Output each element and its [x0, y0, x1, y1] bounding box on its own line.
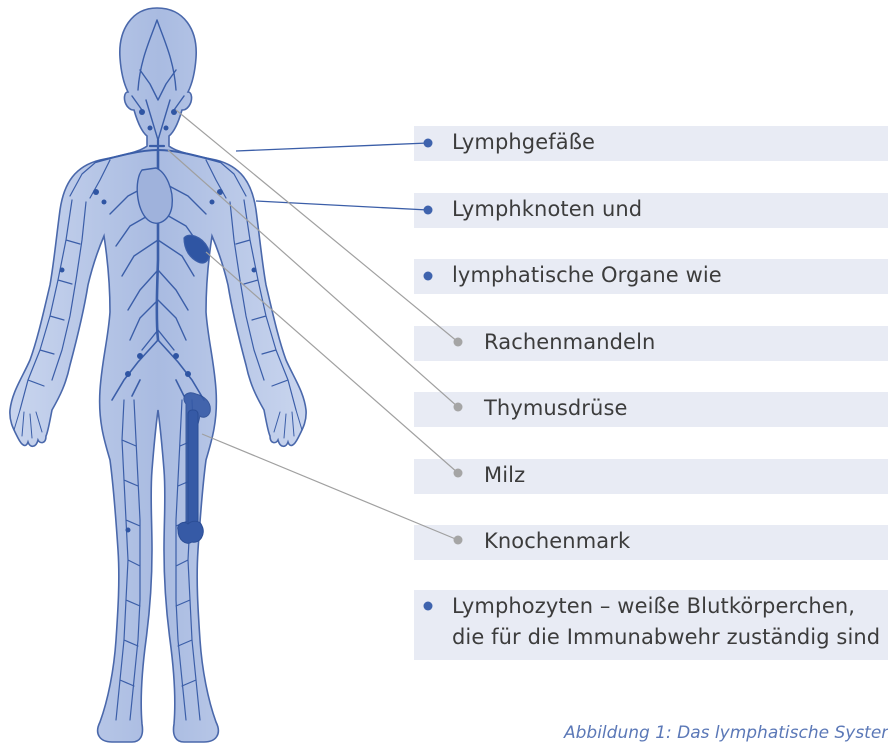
- label-milz: Milz: [484, 463, 525, 487]
- bullet-knochenmark: [454, 536, 463, 545]
- label-lymphatische-organe: lymphatische Organe wie: [452, 263, 722, 287]
- bullet-organe: [424, 272, 433, 281]
- label-lymphgefaesse: Lymphgefäße: [452, 130, 595, 154]
- label-knochenmark: Knochenmark: [484, 529, 630, 553]
- label-thymusdruese: Thymusdrüse: [484, 396, 628, 420]
- label-lymphknoten: Lymphknoten und: [452, 197, 642, 221]
- bullet-lymphozyten: [424, 602, 433, 611]
- label-rachenmandeln: Rachenmandeln: [484, 330, 655, 354]
- bullet-lymphknoten: [424, 206, 433, 215]
- bullet-lymphgefaesse: [424, 139, 433, 148]
- figure-caption: Abbildung 1: Das lymphatische System: [564, 723, 888, 743]
- body-silhouette: [10, 8, 306, 742]
- label-lymphozyten-line-2: die für die Immunabwehr zuständig sind: [452, 625, 880, 649]
- label-lymphozyten-line-1: Lymphozyten – weiße Blutkörperchen,: [452, 594, 855, 618]
- leader-line-lymphgefaesse: [236, 143, 428, 151]
- bullet-thymusdruese: [454, 403, 463, 412]
- leader-line-lymphknoten: [256, 201, 428, 210]
- bullet-rachenmandeln: [454, 338, 463, 347]
- bullet-milz: [454, 469, 463, 478]
- human-body-illustration: [10, 8, 306, 742]
